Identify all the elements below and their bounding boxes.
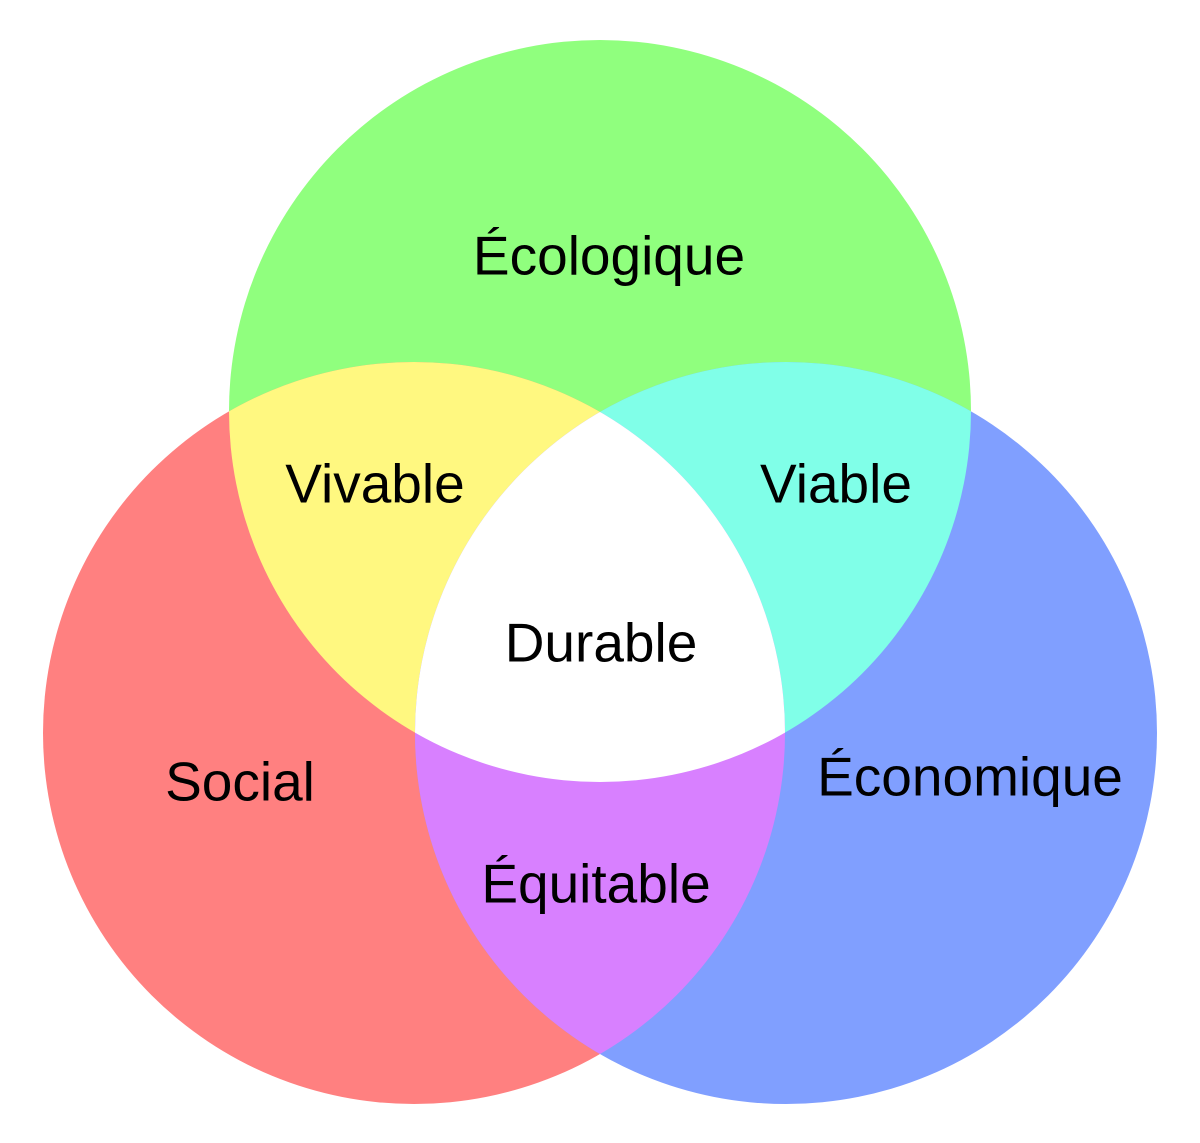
label-ecologique: Écologique (472, 224, 746, 287)
label-durable: Durable (504, 611, 698, 674)
label-vivable: Vivable (285, 452, 465, 515)
label-economique: Économique (817, 745, 1123, 808)
label-social: Social (165, 750, 315, 813)
label-viable: Viable (760, 452, 912, 515)
label-equitable: Équitable (481, 852, 711, 915)
